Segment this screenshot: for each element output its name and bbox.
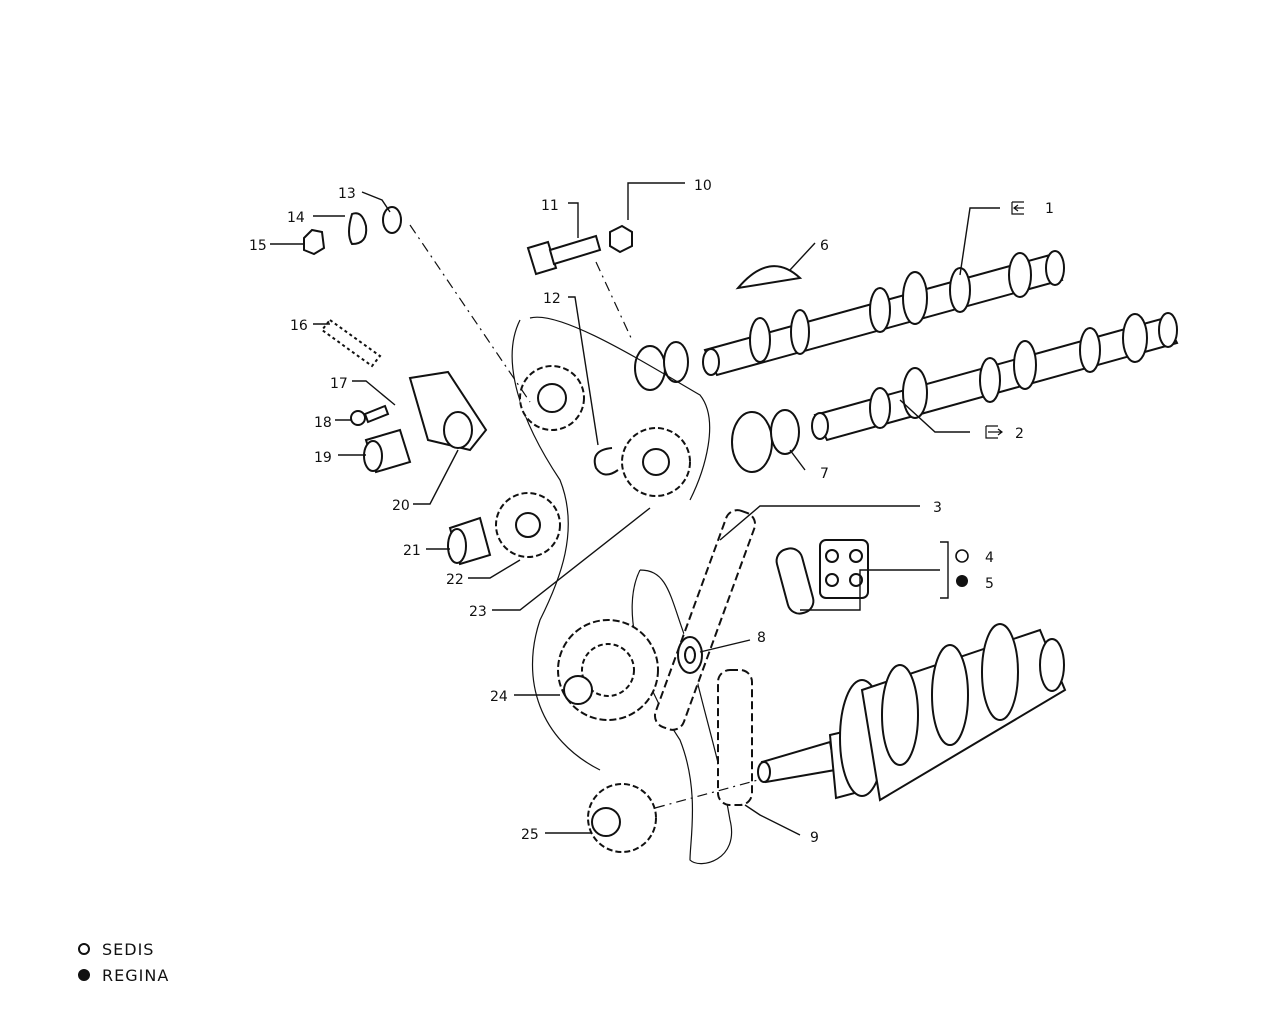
part-label-9: 9 <box>810 830 819 846</box>
part-label-14: 14 <box>287 210 305 226</box>
part-label-21: 21 <box>403 543 421 559</box>
chain-connecting-link <box>775 539 869 615</box>
sprocket-22 <box>495 492 561 558</box>
part-label-1: 1 <box>1045 201 1054 217</box>
legend-label-regina: REGINA <box>102 965 170 985</box>
circlip-12 <box>593 447 619 476</box>
bolt-11 <box>526 234 602 276</box>
part-label-2: 2 <box>1015 426 1024 442</box>
part-label-22: 22 <box>446 572 464 588</box>
part-label-10: 10 <box>694 178 712 194</box>
nut-8 <box>677 636 703 674</box>
arrow-in-box-icon <box>1011 201 1024 215</box>
sprocket-middle <box>621 427 691 497</box>
legend-item-sedis: SEDIS <box>78 936 169 962</box>
part-label-16: 16 <box>290 318 308 334</box>
legend: SEDIS REGINA <box>78 936 169 988</box>
sprocket-upper-left <box>519 365 585 431</box>
part-label-24: 24 <box>490 689 508 705</box>
part-label-20: 20 <box>392 498 410 514</box>
part-label-8: 8 <box>757 630 766 646</box>
part-label-19: 19 <box>314 450 332 466</box>
alignment-line-13 <box>409 224 531 403</box>
filled-circle-icon <box>956 575 968 587</box>
part-label-4: 4 <box>985 550 994 566</box>
filled-circle-icon <box>78 969 90 981</box>
alignment-line-crank <box>654 779 759 809</box>
nut-10 <box>609 224 633 254</box>
open-circle-icon <box>955 549 969 563</box>
part-label-23: 23 <box>469 604 487 620</box>
part-label-18: 18 <box>314 415 332 431</box>
part-label-5: 5 <box>985 576 994 592</box>
tensioner-20 <box>408 370 488 452</box>
legend-label-sedis: SEDIS <box>102 939 155 959</box>
open-circle-icon <box>78 943 90 955</box>
screw-18 <box>350 404 390 426</box>
camshaft-upper <box>702 250 1065 377</box>
part-label-11: 11 <box>541 198 559 214</box>
sprocket-25 <box>587 783 657 853</box>
leader-lines <box>270 182 1000 836</box>
part-label-13: 13 <box>338 186 356 202</box>
sprocket-hub-7 <box>731 409 800 473</box>
camshaft-lower <box>811 312 1179 442</box>
part-label-6: 6 <box>820 238 829 254</box>
part-label-25: 25 <box>521 827 539 843</box>
bushing-19 <box>363 428 412 474</box>
part-label-7: 7 <box>820 466 829 482</box>
part-label-17: 17 <box>330 376 348 392</box>
sprocket-24 <box>557 619 659 721</box>
washers-13-15 <box>303 206 402 256</box>
bushing-21 <box>447 516 492 566</box>
chain-guide-upper <box>511 316 711 771</box>
sprocket-hub-upper <box>634 341 689 391</box>
spring-16 <box>320 318 382 368</box>
alignment-line-bolt <box>595 261 633 341</box>
chain-9 <box>717 669 753 806</box>
part-label-12: 12 <box>543 291 561 307</box>
crankshaft <box>757 623 1067 802</box>
arrow-out-box-icon <box>985 425 1003 439</box>
part-label-3: 3 <box>933 500 942 516</box>
legend-item-regina: REGINA <box>78 962 169 988</box>
woodruff-key <box>735 265 803 290</box>
chain-3 <box>653 509 757 731</box>
part-label-15: 15 <box>249 238 267 254</box>
